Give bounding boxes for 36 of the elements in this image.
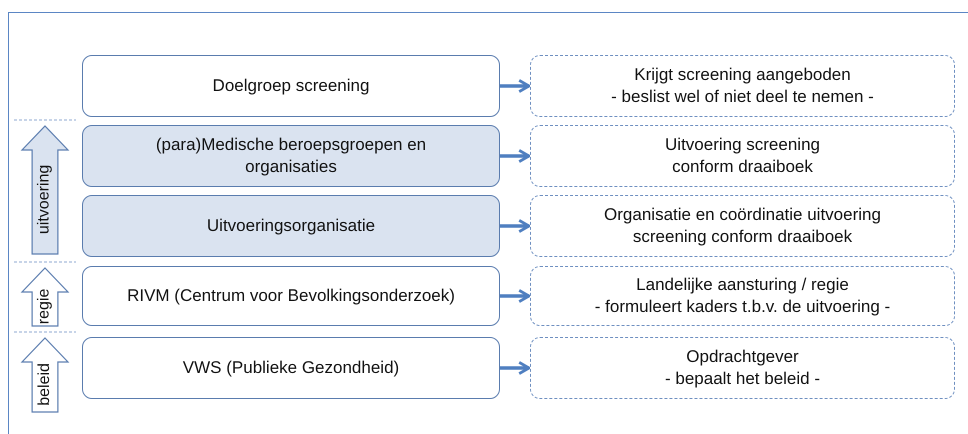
arrow-label: regie bbox=[34, 288, 54, 324]
actor-box bbox=[82, 55, 500, 117]
box-text: screening conform draaiboek bbox=[632, 226, 852, 248]
arrow bbox=[500, 149, 530, 163]
actor-box bbox=[82, 266, 500, 326]
role-box bbox=[530, 125, 955, 187]
role-box bbox=[530, 195, 955, 257]
box-text: Krijgt screening aangeboden bbox=[634, 64, 851, 86]
arrow bbox=[500, 361, 530, 375]
layer-indicator bbox=[22, 126, 68, 254]
box-text: Landelijke aansturing / regie bbox=[636, 274, 849, 296]
role-box bbox=[530, 55, 955, 117]
box-text: RIVM (Centrum voor Bevolkingsonderzoek) bbox=[127, 284, 455, 307]
layer-indicator bbox=[22, 338, 68, 412]
arrow bbox=[500, 289, 530, 303]
actor-box bbox=[82, 195, 500, 257]
layer-indicator bbox=[22, 268, 68, 326]
box-text: (para)Medische beroepsgroepen en organisaties bbox=[154, 134, 428, 178]
arrow bbox=[500, 79, 530, 93]
actor-box bbox=[82, 125, 500, 187]
box-text: Organisatie en coördinatie uitvoering bbox=[604, 204, 881, 226]
role-box bbox=[530, 266, 955, 326]
actor-box bbox=[82, 337, 500, 399]
arrow-label: uitvoering bbox=[34, 164, 54, 234]
box-text: Opdrachtgever bbox=[686, 346, 799, 368]
box-text: - formuleert kaders t.b.v. de uitvoering - bbox=[594, 296, 890, 318]
role-box bbox=[530, 337, 955, 399]
box-text: Uitvoering screening bbox=[665, 134, 820, 156]
arrow bbox=[500, 219, 530, 233]
box-text: Doelgroep screening bbox=[212, 74, 370, 97]
box-text: Uitvoeringsorganisatie bbox=[206, 214, 376, 237]
box-text: conform draaiboek bbox=[672, 156, 813, 178]
arrow-label: beleid bbox=[34, 362, 54, 406]
box-text: - bepaalt het beleid - bbox=[665, 368, 820, 390]
box-text: VWS (Publieke Gezondheid) bbox=[182, 356, 400, 379]
box-text: - beslist wel of niet deel te nemen - bbox=[611, 86, 874, 108]
